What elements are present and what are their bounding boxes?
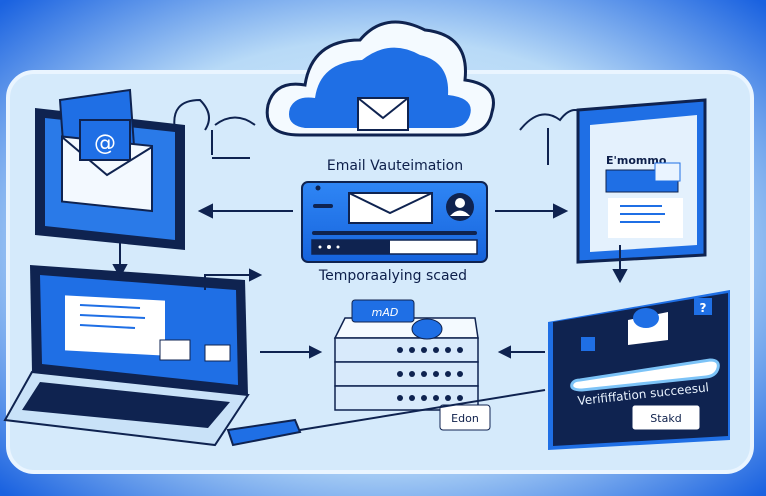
help-icon — [694, 298, 712, 315]
diagram-subtitle: Temporaalying scaed — [318, 268, 467, 284]
envelope-icon — [159, 339, 191, 361]
app-icon — [581, 337, 595, 351]
server-tag: mAD — [372, 306, 399, 319]
label-edon: Edon — [451, 412, 479, 425]
envelope-icon — [628, 308, 668, 345]
keyboard — [22, 382, 230, 428]
email-badge-icon — [411, 318, 443, 340]
verification-field — [570, 358, 720, 392]
label-box-edon — [439, 404, 491, 431]
desktop-monitor: @ — [35, 88, 185, 250]
smartphone — [226, 418, 302, 447]
laptop-device — [3, 265, 250, 447]
at-icon: @ — [94, 131, 116, 156]
cloud-icon — [265, 20, 495, 137]
flow-arrows — [112, 128, 628, 431]
diagram-title: Email Vauteimation — [327, 158, 463, 174]
label-box-stakd — [631, 404, 701, 431]
tablet-device: E'mommo — [576, 98, 707, 264]
envelope-icon — [348, 192, 433, 224]
user-avatar-icon — [446, 193, 474, 221]
label-stakd: Stakd — [650, 412, 681, 425]
help-icon-glyph: ? — [700, 301, 707, 315]
swirl-icon — [173, 98, 256, 131]
envelope-icon — [357, 97, 409, 131]
progress-fill — [312, 240, 390, 254]
envelope-icon — [204, 344, 231, 362]
arrow-curve — [204, 274, 255, 290]
server-stack: mAD — [333, 299, 479, 411]
tablet-heading: E'mommo — [606, 154, 667, 167]
email-verification-card — [301, 181, 488, 263]
